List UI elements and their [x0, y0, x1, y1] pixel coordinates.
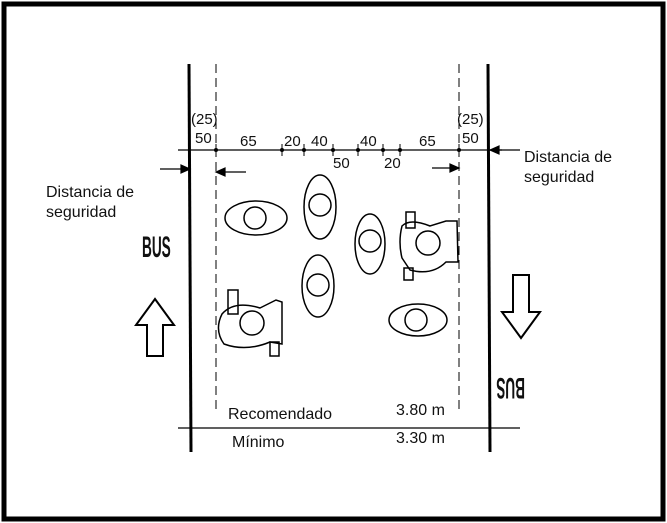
safety-label-right-line1: Distancia de [524, 149, 612, 166]
up-arrow-icon [134, 297, 176, 357]
safety-distance-arrows [160, 145, 520, 177]
passenger-with-luggage-icon [399, 211, 459, 281]
passenger-icon [301, 254, 335, 318]
left-wall [187, 63, 193, 453]
bus-label-left: BUS [142, 230, 171, 263]
minimum-value: 3.30 m [396, 430, 445, 447]
right-paren-dimension: (25) [457, 111, 484, 128]
safety-label-left-line2: seguridad [46, 204, 116, 221]
right-wall [486, 63, 492, 453]
passenger-icon [224, 200, 288, 236]
dimension-20-left: 20 [284, 133, 301, 150]
dimension-40-right: 40 [360, 133, 377, 150]
left-edge-dimension: 50 [195, 130, 212, 147]
safety-label-right-line2: seguridad [524, 169, 594, 186]
minimum-label: Mínimo [232, 434, 285, 451]
dimension-dots [214, 148, 461, 152]
dimension-65-right: 65 [419, 133, 436, 150]
bus-label-right-group: BUS [496, 372, 525, 405]
passenger-with-luggage-icon [217, 289, 283, 357]
passenger-icon [354, 213, 386, 275]
recommended-label: Recomendado [228, 406, 332, 423]
safety-label-left-line1: Distancia de [46, 184, 134, 201]
down-arrow-icon [500, 274, 542, 340]
dimension-50-center: 50 [333, 155, 350, 172]
dimension-20-right: 20 [384, 155, 401, 172]
left-paren-dimension: (25) [191, 111, 218, 128]
bottom-ticks [189, 422, 490, 434]
bus-label-right: BUS [496, 372, 525, 405]
passengers [217, 174, 459, 357]
dimension-40-left: 40 [311, 133, 328, 150]
right-edge-dimension: 50 [462, 130, 479, 147]
passenger-icon [388, 303, 448, 337]
recommended-value: 3.80 m [396, 402, 445, 419]
dimension-65-left: 65 [240, 133, 257, 150]
passenger-icon [303, 174, 337, 240]
